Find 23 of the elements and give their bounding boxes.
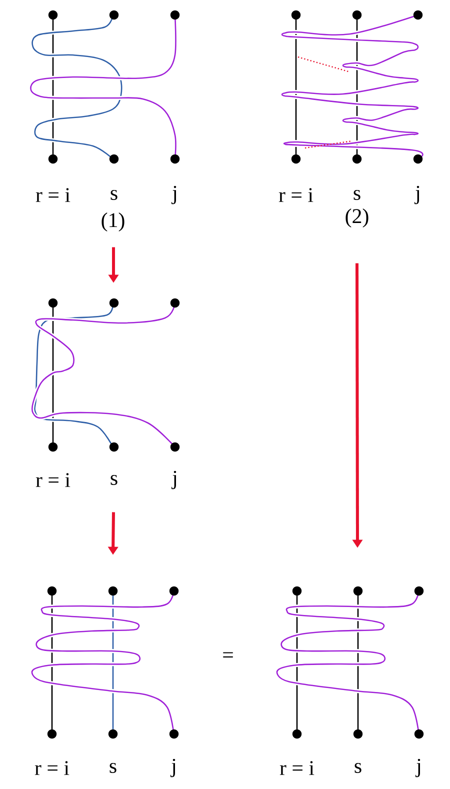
- strand-label: j: [414, 186, 420, 204]
- strand-label: s: [354, 762, 362, 774]
- braid-drawing: [29, 10, 180, 164]
- strand-label: r = i: [280, 761, 314, 775]
- braid-drawing: [30, 586, 179, 739]
- strand-label: s: [110, 474, 118, 486]
- strand-label: j: [171, 470, 176, 490]
- braid-drawing: [275, 586, 424, 739]
- strand-label: s: [110, 190, 118, 200]
- braid-drawing: [280, 10, 423, 164]
- equals-sign: =: [223, 652, 233, 658]
- strand-label: r = i: [36, 473, 70, 487]
- strand-label: r = i: [36, 188, 70, 202]
- panel-number: (1): [102, 212, 124, 232]
- strand-label: j: [170, 758, 176, 778]
- braid-drawing: [30, 298, 180, 452]
- strand-label: j: [415, 758, 420, 778]
- panel-number: (2): [346, 208, 368, 228]
- strand-label: j: [171, 186, 176, 204]
- strand-label: r = i: [278, 188, 314, 202]
- strand-label: s: [354, 190, 360, 200]
- strand-label: r = i: [34, 761, 70, 775]
- strand-label: s: [110, 762, 116, 774]
